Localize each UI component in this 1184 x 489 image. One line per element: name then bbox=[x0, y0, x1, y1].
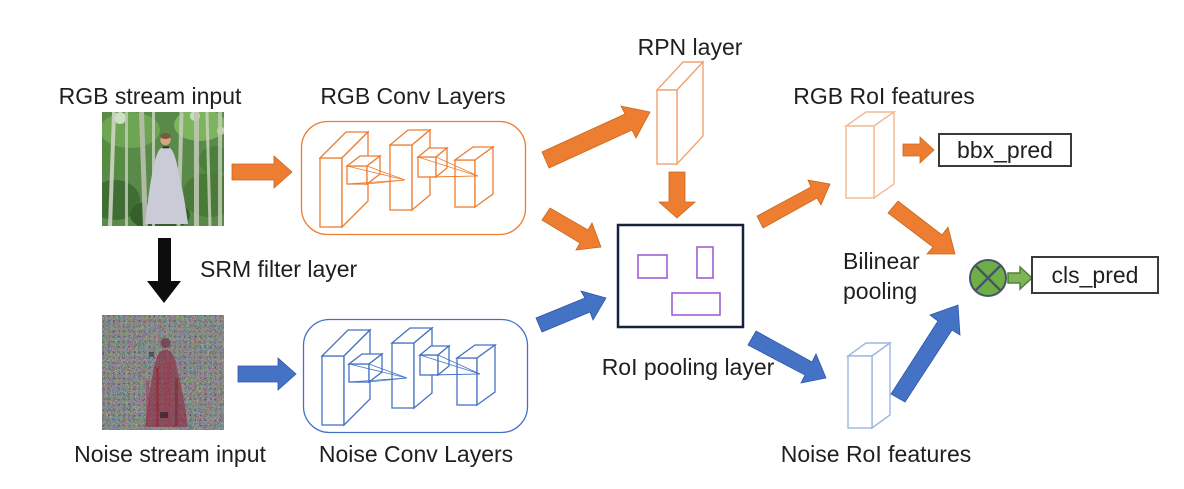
roi-pooling-layer-label: RoI pooling layer bbox=[601, 354, 775, 380]
roi-region-rects bbox=[637, 246, 721, 316]
arrow-noiseroi-to-fusion bbox=[890, 304, 961, 403]
arrow-rpn-to-roipool bbox=[657, 171, 697, 219]
noise-input-image bbox=[102, 315, 224, 430]
noise-stream-input-label: Noise stream input bbox=[74, 441, 266, 467]
rgb-roi-features-label: RGB RoI features bbox=[793, 83, 975, 109]
rgb-conv-layers-box bbox=[300, 120, 527, 236]
arrow-rgbroi-to-fusion bbox=[887, 200, 956, 255]
noise-conv-layers-box bbox=[302, 318, 529, 434]
rgb-conv-layers-label: RGB Conv Layers bbox=[320, 83, 506, 109]
noise-roi-features-label: Noise RoI features bbox=[780, 441, 972, 467]
rgb-roi-features-box bbox=[843, 110, 897, 200]
arrow-noiseimg-to-conv bbox=[237, 357, 297, 391]
noise-roi-features-box bbox=[845, 341, 893, 430]
rpn-layer-label: RPN layer bbox=[637, 34, 743, 60]
noise-conv-layers-label: Noise Conv Layers bbox=[318, 441, 514, 467]
bbx-pred-label: bbx_pred bbox=[957, 136, 1053, 163]
arrow-srm-filter bbox=[147, 238, 181, 303]
bbx-pred-box: bbx_pred bbox=[938, 133, 1072, 167]
arrow-rgbroi-to-bbx bbox=[902, 136, 935, 164]
arrow-roipool-to-noiseroi bbox=[747, 330, 827, 384]
cls-pred-label: cls_pred bbox=[1051, 261, 1139, 288]
rgb-stream-arrows bbox=[231, 105, 956, 255]
person-figure bbox=[145, 133, 188, 224]
arrow-conv-to-roipool bbox=[541, 207, 602, 251]
rpn-layer-box bbox=[655, 60, 705, 166]
srm-filter-layer-label: SRM filter layer bbox=[200, 256, 358, 282]
arrow-rgbimg-to-conv bbox=[231, 155, 293, 189]
rgb-stream-input-label: RGB stream input bbox=[58, 83, 242, 109]
arrow-conv-to-rpn bbox=[541, 105, 651, 169]
roi-pooling-box bbox=[616, 223, 745, 329]
arrow-fusion-to-cls bbox=[1007, 265, 1034, 291]
bilinear-pooling-label: Bilinear pooling bbox=[843, 248, 920, 304]
noise-stream-arrows bbox=[237, 290, 961, 403]
fusion-node bbox=[969, 259, 1007, 297]
rgb-input-image bbox=[102, 112, 224, 226]
multiply-icon bbox=[974, 264, 1002, 292]
arrow-roipool-to-rgbroi bbox=[756, 179, 831, 229]
arrow-noiseconv-to-roipool bbox=[535, 290, 607, 333]
cls-pred-box: cls_pred bbox=[1031, 256, 1159, 294]
